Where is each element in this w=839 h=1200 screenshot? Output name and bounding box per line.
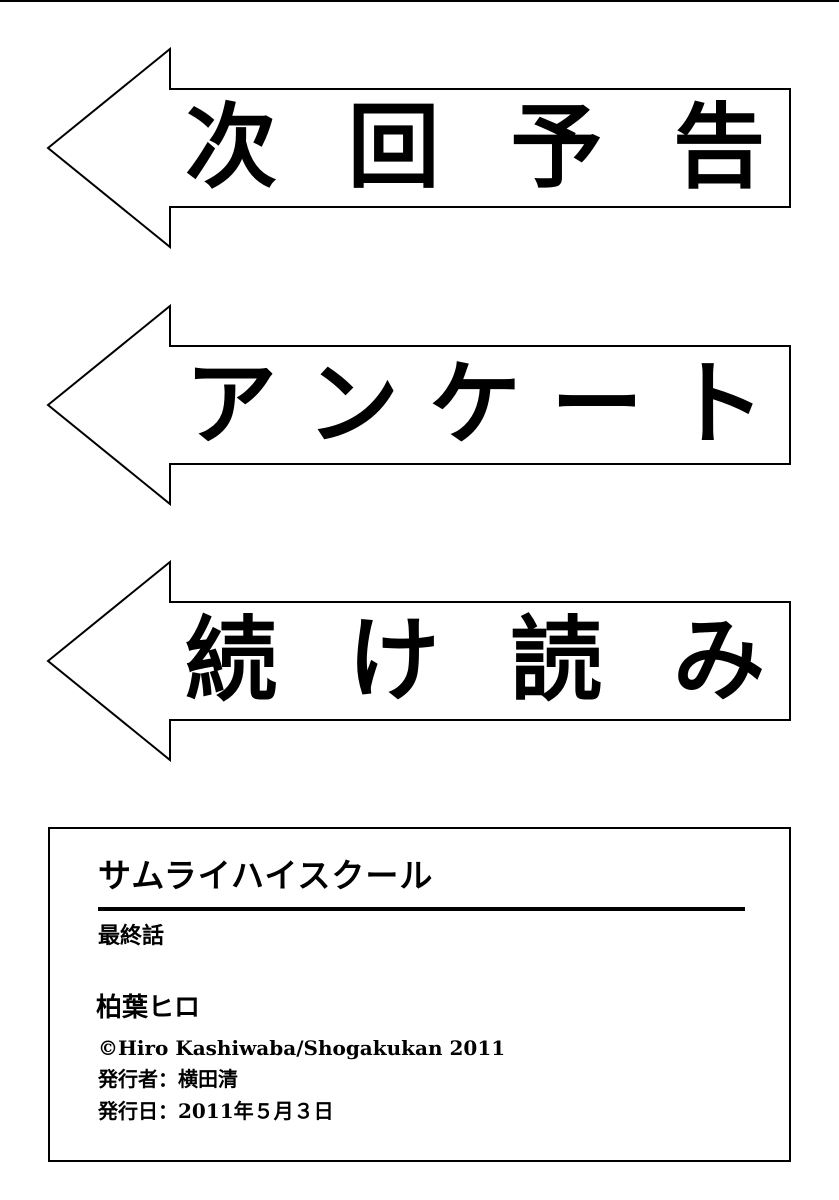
arrow-char: 続 [185, 607, 278, 714]
title-underline [98, 907, 745, 911]
arrow-char: ト [672, 351, 765, 458]
arrow-char: 告 [672, 94, 765, 201]
left-arrow-icon [46, 559, 791, 763]
author-name: 柏葉ヒロ [96, 993, 201, 1023]
publication-date-line: 発行日：2011年５月３日 [98, 1099, 334, 1123]
publisher-line: 発行者：横田清 [98, 1067, 238, 1091]
arrow-char: 読 [510, 607, 603, 714]
arrow-char: け [347, 607, 440, 714]
left-arrow-icon [46, 46, 791, 250]
continue-reading-label: 続 け 読 み [185, 601, 765, 721]
left-arrow-icon [46, 303, 791, 507]
arrow-char: ー [550, 351, 643, 458]
continue-reading-arrow-button[interactable]: 続 け 読 み [0, 558, 839, 768]
arrow-char: 次 [185, 94, 278, 201]
arrow-char: ケ [428, 351, 521, 458]
next-preview-label: 次 回 予 告 [185, 88, 765, 208]
series-title: サムライハイスクール [98, 856, 434, 895]
top-border-rule [0, 0, 839, 2]
arrow-char: 回 [347, 94, 440, 201]
chapter-title: 最終話 [98, 924, 165, 949]
colophon-box: サムライハイスクール 最終話 柏葉ヒロ ©Hiro Kashiwaba/Shog… [48, 827, 791, 1162]
arrow-char: み [672, 607, 765, 714]
copyright-line: ©Hiro Kashiwaba/Shogakukan 2011 [98, 1036, 506, 1060]
survey-arrow-button[interactable]: ア ン ケ ー ト [0, 302, 839, 512]
arrow-char: ン [306, 351, 399, 458]
next-preview-arrow-button[interactable]: 次 回 予 告 [0, 45, 839, 255]
arrow-char: 予 [510, 94, 603, 201]
arrow-char: ア [185, 351, 278, 458]
survey-label: ア ン ケ ー ト [185, 345, 765, 465]
